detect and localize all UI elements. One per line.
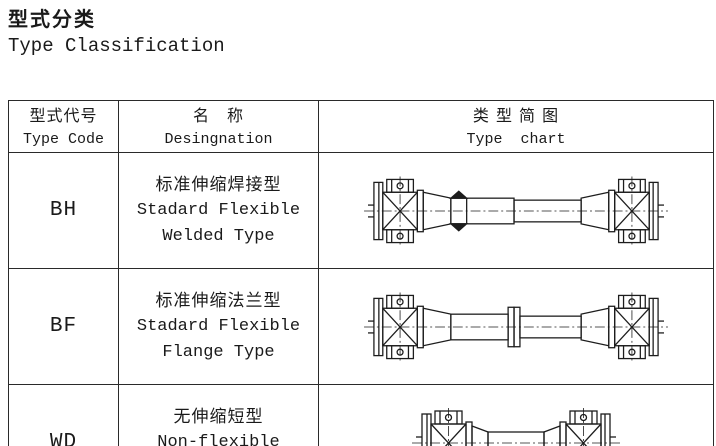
type-code-bf: BF <box>8 268 119 385</box>
designation-wd: 无伸缩短型 Non-flexible <box>118 384 319 446</box>
header-type-chart-en: Type chart <box>466 131 566 148</box>
designation-bh-zh: 标准伸缩焊接型 <box>155 174 282 195</box>
table-row-wd: WD 无伸缩短型 Non-flexible <box>8 384 714 446</box>
designation-bh: 标准伸缩焊接型 Stadard Flexible Welded Type <box>118 152 319 269</box>
table-row-bh: BH 标准伸缩焊接型 Stadard Flexible Welded Type <box>8 152 714 269</box>
header-type-code-en: Type Code <box>22 131 104 148</box>
designation-bf-en1: Stadard Flexible <box>136 316 301 336</box>
header-designation: 名 称 Desingnation <box>118 100 319 153</box>
type-code-wd: WD <box>8 384 119 446</box>
header-designation-zh: 名 称 <box>192 106 244 125</box>
type-chart-wd <box>318 384 714 446</box>
type-code-bh: BH <box>8 152 119 269</box>
designation-bf-en2: Flange Type <box>162 342 275 362</box>
designation-wd-zh: 无伸缩短型 <box>173 406 264 427</box>
page-title-en: Type Classification <box>8 35 225 57</box>
cardan-shaft-diagram-welded-icon <box>364 175 668 246</box>
header-type-chart: 类 型 简 图 Type chart <box>318 100 714 153</box>
cardan-shaft-diagram-flange-icon <box>364 291 668 362</box>
page-title-zh: 型式分类 <box>8 7 96 31</box>
type-classification-table: 型式代号 Type Code 名 称 Desingnation 类 型 简 图 … <box>8 100 714 446</box>
type-chart-bh <box>318 152 714 269</box>
cardan-shaft-diagram-short-icon <box>412 406 620 446</box>
designation-bf-zh: 标准伸缩法兰型 <box>155 290 282 311</box>
header-type-code-zh: 型式代号 <box>29 106 98 125</box>
designation-wd-en1: Non-flexible <box>157 432 280 446</box>
designation-bh-en2: Welded Type <box>162 226 275 246</box>
page-title-block: 型式分类 Type Classification <box>8 6 225 60</box>
type-chart-bf <box>318 268 714 385</box>
designation-bf: 标准伸缩法兰型 Stadard Flexible Flange Type <box>118 268 319 385</box>
header-designation-en: Desingnation <box>164 131 273 148</box>
header-type-chart-zh: 类 型 简 图 <box>472 106 560 125</box>
table-row-bf: BF 标准伸缩法兰型 Stadard Flexible Flange Type <box>8 268 714 385</box>
header-type-code: 型式代号 Type Code <box>8 100 119 153</box>
designation-bh-en1: Stadard Flexible <box>136 200 301 220</box>
table-header-row: 型式代号 Type Code 名 称 Desingnation 类 型 简 图 … <box>8 100 714 153</box>
